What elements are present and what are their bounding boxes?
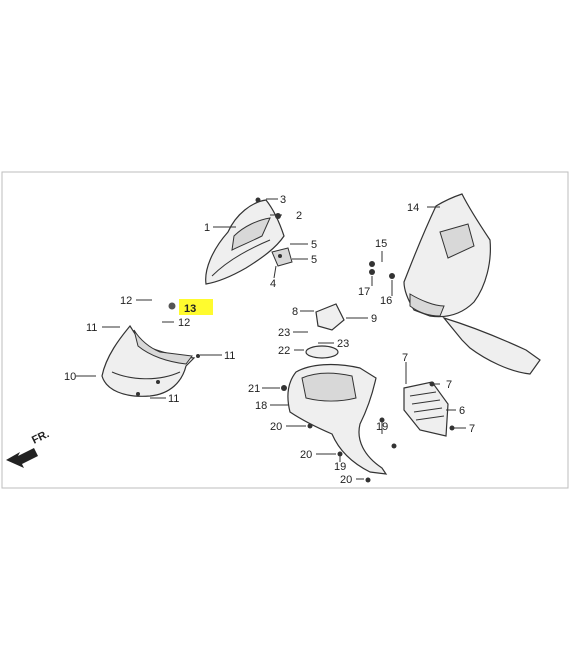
part-bracket xyxy=(271,247,293,267)
part-front-cover xyxy=(205,199,285,285)
callout-20: 20 xyxy=(300,449,312,461)
callout-17: 17 xyxy=(358,286,370,298)
callout-23: 23 xyxy=(278,327,290,339)
diagram-frame xyxy=(1,171,569,489)
callout-21: 21 xyxy=(248,383,260,395)
direction-label: FR. xyxy=(30,428,51,447)
callout-6: 6 xyxy=(459,405,465,417)
callout-3: 3 xyxy=(280,194,286,206)
leader-lines xyxy=(76,198,466,480)
callout-12: 12 xyxy=(120,295,132,307)
callout-13-highlight xyxy=(179,299,213,315)
fasteners xyxy=(136,197,455,483)
front-direction-indicator: FR. xyxy=(6,428,51,468)
callout-5: 5 xyxy=(311,239,317,251)
part-headlight-cover xyxy=(101,324,196,397)
part-leg-shield xyxy=(403,193,541,375)
callout-11: 11 xyxy=(224,350,235,362)
callout-15: 15 xyxy=(375,238,387,250)
callout-18: 18 xyxy=(255,400,267,412)
callout-10: 10 xyxy=(64,371,76,383)
callout-13-highlighted: 13 xyxy=(184,303,196,315)
callout-8: 8 xyxy=(292,306,298,318)
callout-7: 7 xyxy=(469,423,475,435)
callout-19: 19 xyxy=(376,421,388,433)
callout-20: 20 xyxy=(270,421,282,433)
callout-1: 1 xyxy=(204,222,210,234)
callout-4: 4 xyxy=(270,278,276,290)
front-arrow-icon xyxy=(6,448,38,468)
callout-19: 19 xyxy=(334,461,346,473)
part-vent-grille xyxy=(403,381,449,437)
callout-20: 20 xyxy=(340,474,352,486)
callout-11: 11 xyxy=(86,322,97,334)
part-inner-box xyxy=(287,363,388,475)
callout-16: 16 xyxy=(380,295,392,307)
callout-9: 9 xyxy=(371,313,377,325)
callout-5: 5 xyxy=(311,254,317,266)
callout-22: 22 xyxy=(278,345,290,357)
callout-14: 14 xyxy=(407,202,419,214)
callout-2: 2 xyxy=(296,210,302,222)
callout-23: 23 xyxy=(337,338,349,350)
callout-12: 12 xyxy=(178,317,190,329)
callout-11: 11 xyxy=(168,393,179,405)
part-gasket xyxy=(305,345,339,359)
part-small-cover xyxy=(315,303,345,331)
callout-7: 7 xyxy=(402,352,408,364)
callout-7: 7 xyxy=(446,379,452,391)
